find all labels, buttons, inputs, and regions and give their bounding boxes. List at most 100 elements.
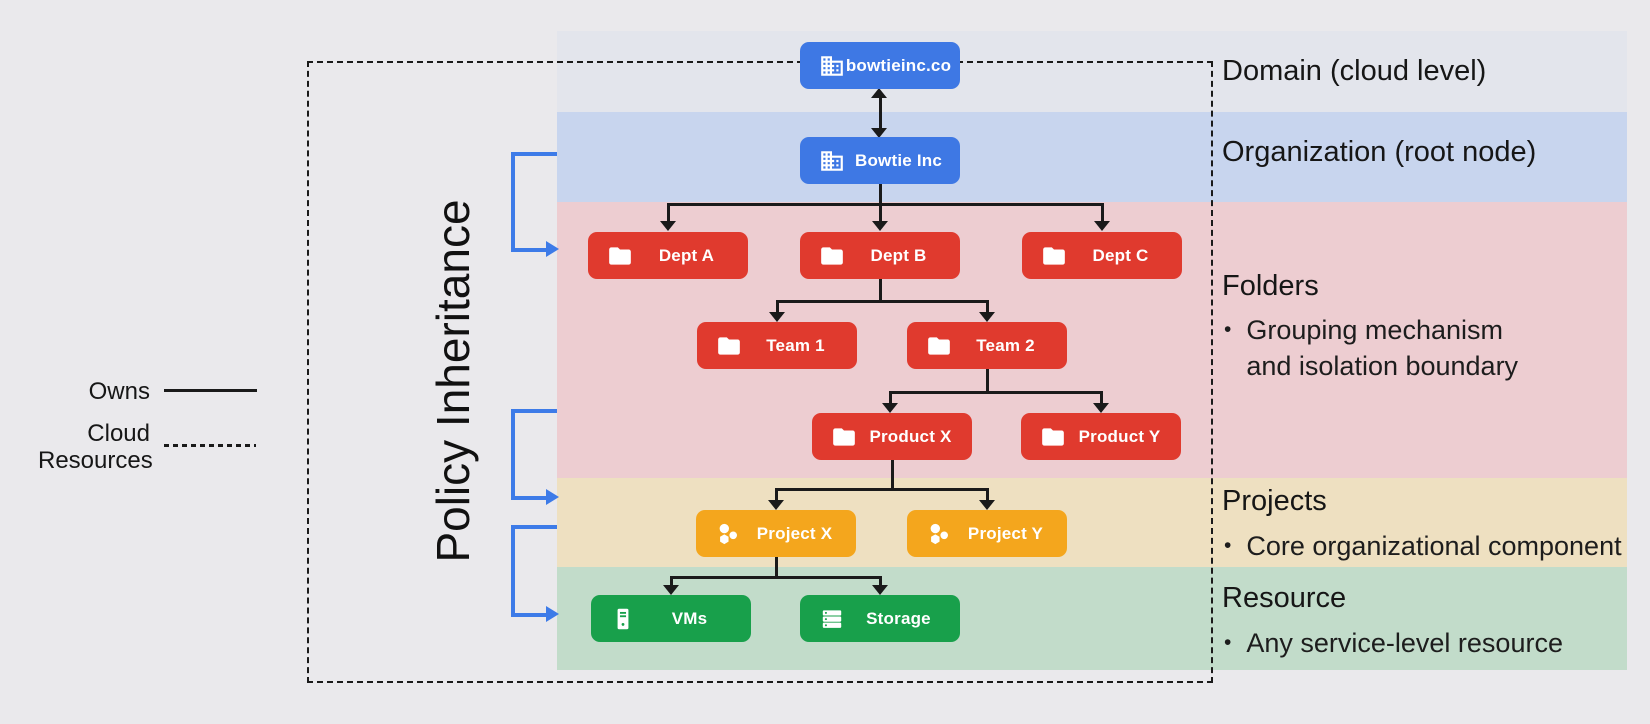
band-domain bbox=[557, 31, 1627, 112]
connector-org-depts bbox=[878, 184, 882, 206]
node-label: Product Y bbox=[1078, 426, 1161, 446]
node-label: Storage bbox=[866, 608, 931, 628]
label-domain: Domain (cloud level) bbox=[1222, 55, 1487, 87]
domain-icon bbox=[821, 150, 843, 171]
connector-arrowhead-down bbox=[979, 312, 995, 322]
node-label: Product X bbox=[869, 426, 952, 446]
folder-icon bbox=[1043, 246, 1065, 265]
label-organization: Organization (root node) bbox=[1222, 136, 1537, 168]
connector-drop-project-y bbox=[985, 491, 989, 500]
connector-arrowhead-down bbox=[882, 403, 898, 413]
node-project-y: Project Y bbox=[907, 510, 1067, 557]
node-folder-team-2: Team 2 bbox=[907, 322, 1067, 369]
inheritance-arrow-2 bbox=[511, 409, 515, 499]
node-resource-vms: VMs bbox=[591, 595, 751, 642]
connector-arrowhead-down bbox=[663, 585, 679, 595]
bullet-folders: • Grouping mechanism and isolation bound… bbox=[1224, 312, 1580, 384]
folder-icon bbox=[833, 427, 855, 446]
inheritance-arrow-3 bbox=[511, 525, 557, 529]
legend-cloud-resources-label: Cloud Resources bbox=[38, 420, 153, 474]
connector-org-depts bbox=[666, 203, 1104, 206]
node-folder-dept-a: Dept A bbox=[588, 232, 748, 279]
node-label: Dept B bbox=[870, 245, 927, 265]
node-label: Team 2 bbox=[976, 335, 1035, 355]
folder-icon bbox=[821, 246, 843, 265]
connector-drop-product-y bbox=[1099, 394, 1103, 403]
inheritance-arrowhead-3 bbox=[546, 606, 559, 622]
bullet-dot: • bbox=[1224, 631, 1232, 654]
node-label: Dept C bbox=[1092, 245, 1149, 265]
node-folder-product-x: Product X bbox=[812, 413, 972, 460]
connector-projectx-resources bbox=[669, 576, 882, 579]
node-folder-product-y: Product Y bbox=[1021, 413, 1181, 460]
bullet-dot: • bbox=[1224, 534, 1232, 557]
connector-projectx-resources bbox=[774, 557, 778, 579]
connector-productx-projects bbox=[774, 488, 989, 491]
node-label: Team 1 bbox=[766, 335, 825, 355]
domain-icon bbox=[821, 55, 843, 76]
connector-arrowhead-down bbox=[872, 221, 888, 231]
folder-icon bbox=[1042, 427, 1064, 446]
label-projects: Projects bbox=[1222, 485, 1327, 517]
connector-drop-project-x bbox=[774, 491, 778, 500]
node-domain-bowtieinc-co: bowtieinc.co bbox=[800, 42, 960, 89]
folder-icon bbox=[928, 336, 950, 355]
bullet-text: Any service-level resource bbox=[1246, 628, 1563, 658]
node-label: VMs bbox=[671, 608, 708, 628]
bullet-text: Core organizational component bbox=[1246, 531, 1622, 561]
cloud-resources-boundary bbox=[307, 61, 1213, 683]
vm-tower-icon bbox=[617, 608, 629, 629]
node-folder-team-1: Team 1 bbox=[697, 322, 857, 369]
inheritance-arrow-3 bbox=[511, 525, 515, 616]
inheritance-arrow-1 bbox=[511, 152, 557, 156]
node-label: Dept A bbox=[658, 245, 715, 265]
connector-drop-dept-a bbox=[666, 206, 670, 222]
storage-disks-icon bbox=[822, 609, 842, 628]
connector-arrowhead-down bbox=[979, 500, 995, 510]
node-folder-dept-c: Dept C bbox=[1022, 232, 1182, 279]
project-hexagons-icon bbox=[930, 523, 948, 544]
project-hexagons-icon bbox=[719, 523, 737, 544]
connector-deptb-teams bbox=[775, 300, 989, 303]
connector-drop-storage bbox=[878, 579, 882, 586]
bullet-projects: • Core organizational component bbox=[1224, 528, 1622, 564]
legend-owns-line bbox=[164, 389, 257, 392]
bullet-text: Grouping mechanism and isolation boundar… bbox=[1246, 315, 1519, 381]
band-organization bbox=[557, 112, 1627, 202]
connector-team2-products bbox=[888, 391, 1103, 394]
inheritance-arrow-3 bbox=[511, 613, 547, 617]
connector-deptb-teams bbox=[878, 279, 882, 303]
node-label: Bowtie Inc bbox=[854, 150, 942, 170]
label-resource: Resource bbox=[1222, 582, 1347, 614]
legend-cloud-resources-line bbox=[164, 444, 256, 447]
inheritance-arrow-1 bbox=[511, 248, 547, 252]
inheritance-arrow-2 bbox=[511, 496, 547, 500]
connector-drop-vms bbox=[669, 579, 673, 586]
folder-icon bbox=[609, 246, 631, 265]
node-label: bowtieinc.co bbox=[845, 55, 952, 75]
legend-owns-label: Owns bbox=[88, 378, 150, 405]
connector-drop-team-2 bbox=[985, 303, 989, 313]
connector-arrowhead-up bbox=[870, 88, 887, 98]
connector-arrowhead-down bbox=[660, 221, 676, 231]
label-folders: Folders bbox=[1222, 270, 1319, 302]
connector-arrowhead-down bbox=[768, 500, 784, 510]
node-resource-storage: Storage bbox=[800, 595, 960, 642]
connector-drop-dept-c bbox=[1100, 206, 1104, 222]
inheritance-arrowhead-2 bbox=[546, 489, 559, 505]
bullet-resource: • Any service-level resource bbox=[1224, 625, 1563, 661]
node-project-x: Project X bbox=[696, 510, 856, 557]
node-label: Project X bbox=[756, 523, 833, 543]
connector-arrowhead-down bbox=[769, 312, 785, 322]
bullet-dot: • bbox=[1224, 318, 1232, 341]
node-organization-bowtie-inc: Bowtie Inc bbox=[800, 137, 960, 184]
connector-drop-dept-b bbox=[878, 206, 882, 222]
inheritance-arrowhead-1 bbox=[546, 241, 559, 257]
connector-drop-product-x bbox=[888, 394, 892, 403]
connector-arrowhead-down bbox=[870, 128, 887, 138]
connector-drop-team-1 bbox=[775, 303, 779, 313]
connector-team2-products bbox=[985, 369, 989, 394]
policy-inheritance-title: Policy Inheritance bbox=[427, 199, 479, 563]
inheritance-arrow-2 bbox=[511, 409, 557, 413]
